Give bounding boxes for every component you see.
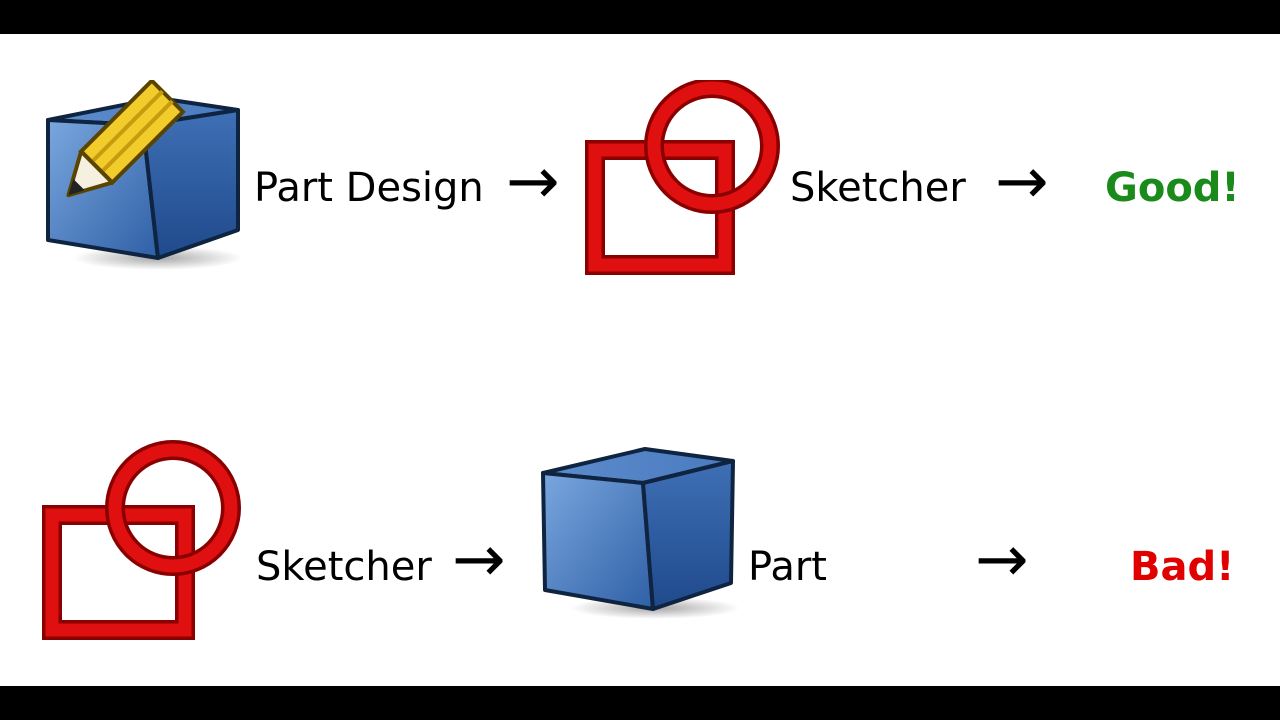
arrow-icon: →: [506, 145, 560, 219]
sketcher-label: Sketcher: [790, 165, 966, 211]
part-label: Part: [748, 544, 827, 590]
arrow-icon: →: [975, 523, 1029, 597]
top-letterbox-bar: [0, 0, 1280, 34]
part-design-workbench-icon: [46, 80, 243, 270]
sketcher-workbench-icon: [42, 440, 241, 640]
bad-verdict: Bad!: [1130, 544, 1235, 590]
part-workbench-icon: [541, 447, 740, 619]
part-design-label: Part Design: [254, 165, 484, 211]
arrow-icon: →: [452, 523, 506, 597]
bottom-letterbox-bar: [0, 686, 1280, 720]
good-verdict: Good!: [1105, 165, 1240, 211]
sketcher-label: Sketcher: [256, 544, 432, 590]
arrow-icon: →: [995, 145, 1049, 219]
sketcher-workbench-icon: [585, 80, 780, 275]
